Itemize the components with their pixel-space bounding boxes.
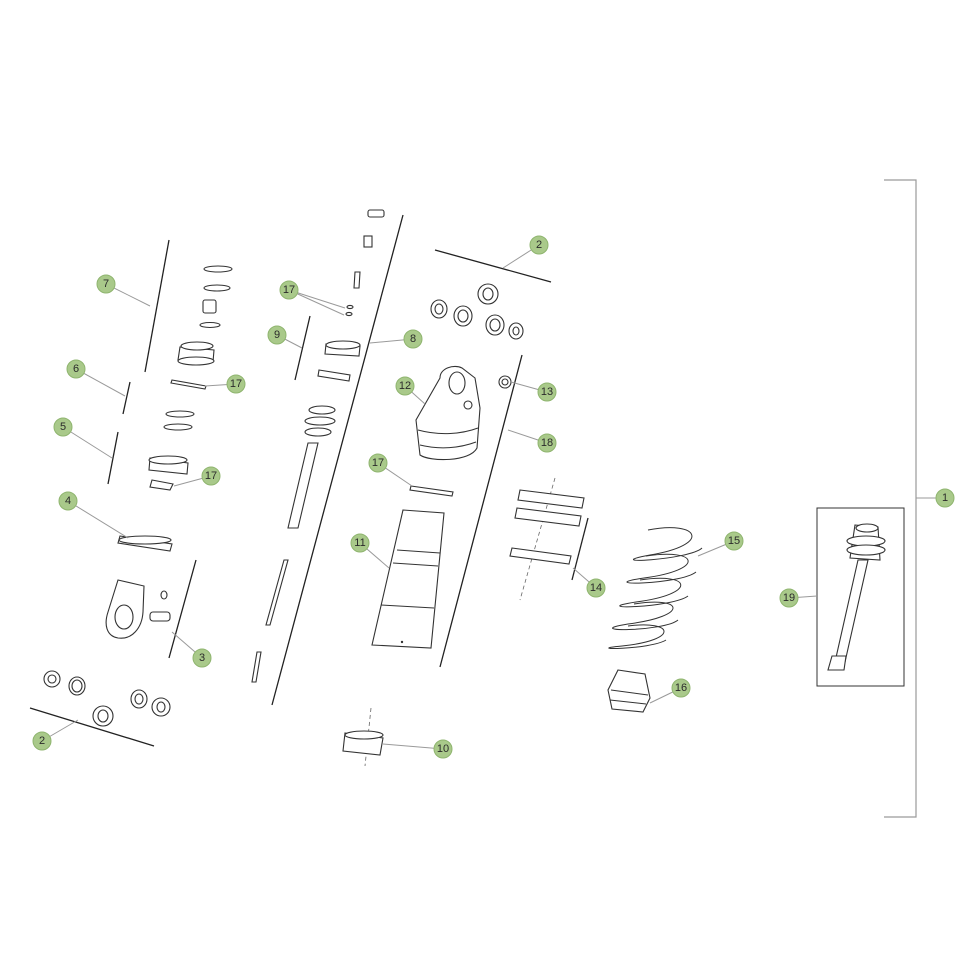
callout-16: 16 — [671, 678, 691, 698]
callout-6: 6 — [66, 359, 86, 379]
svg-text:15: 15 — [728, 535, 740, 547]
svg-text:18: 18 — [541, 437, 553, 449]
callout-9: 9 — [267, 325, 287, 345]
svg-text:17: 17 — [372, 457, 384, 469]
svg-text:2: 2 — [536, 239, 542, 251]
callout-17-lower: 17 — [201, 466, 221, 486]
callout-15: 15 — [724, 531, 744, 551]
leader-lines — [41, 244, 818, 750]
shock-body-head — [415, 365, 481, 461]
left-assembly-axes — [29, 239, 197, 747]
svg-text:13: 13 — [541, 386, 553, 398]
callout-11: 11 — [350, 533, 370, 553]
bump-stop — [607, 669, 651, 713]
callout-7: 7 — [96, 274, 116, 294]
callout-19: 19 — [779, 588, 799, 608]
svg-text:10: 10 — [437, 743, 449, 755]
svg-text:14: 14 — [590, 582, 602, 594]
callout-2-bottom: 2 — [32, 731, 52, 751]
svg-text:17: 17 — [283, 284, 295, 296]
callout-2-top: 2 — [529, 235, 549, 255]
complete-damper — [827, 523, 886, 671]
svg-text:19: 19 — [783, 592, 795, 604]
callout-18: 18 — [537, 433, 557, 453]
shaft-assembly-axes — [271, 214, 404, 706]
callout-5: 5 — [53, 417, 73, 437]
body-axes — [364, 249, 552, 767]
eyelet-and-pin — [105, 579, 171, 639]
svg-text:17: 17 — [230, 378, 242, 390]
svg-text:3: 3 — [199, 652, 205, 664]
svg-text:4: 4 — [65, 495, 71, 507]
svg-text:7: 7 — [103, 278, 109, 290]
svg-text:2: 2 — [39, 735, 45, 747]
left-bushings — [43, 670, 171, 727]
callout-1: 1 — [935, 488, 955, 508]
svg-text:6: 6 — [73, 363, 79, 375]
bottom-cap — [342, 730, 384, 756]
callout-8: 8 — [403, 329, 423, 349]
assembly-bracket — [884, 179, 936, 818]
callout-17-body: 17 — [368, 453, 388, 473]
svg-text:5: 5 — [60, 421, 66, 433]
coil-spring — [608, 527, 703, 649]
callout-14: 14 — [586, 578, 606, 598]
svg-text:17: 17 — [205, 470, 217, 482]
callout-10: 10 — [433, 739, 453, 759]
svg-text:9: 9 — [274, 329, 280, 341]
left-valve-stack — [117, 265, 233, 552]
callout-3: 3 — [192, 648, 212, 668]
spring-retainer-stack — [509, 477, 589, 601]
damper-box — [816, 507, 905, 687]
svg-text:12: 12 — [399, 380, 411, 392]
body-oring — [409, 485, 454, 497]
callout-13: 13 — [537, 382, 557, 402]
svg-text:16: 16 — [675, 682, 687, 694]
callout-12: 12 — [395, 376, 415, 396]
shaft-assembly — [251, 209, 385, 683]
callout-17-shaft: 17 — [279, 280, 299, 300]
reservoir-tube — [371, 509, 445, 649]
callout-4: 4 — [58, 491, 78, 511]
svg-text:8: 8 — [410, 333, 416, 345]
svg-text:11: 11 — [354, 537, 365, 549]
callout-17-upper: 17 — [226, 374, 246, 394]
svg-text:1: 1 — [942, 492, 948, 504]
top-out-nut — [498, 375, 512, 389]
top-bushings — [430, 283, 524, 340]
